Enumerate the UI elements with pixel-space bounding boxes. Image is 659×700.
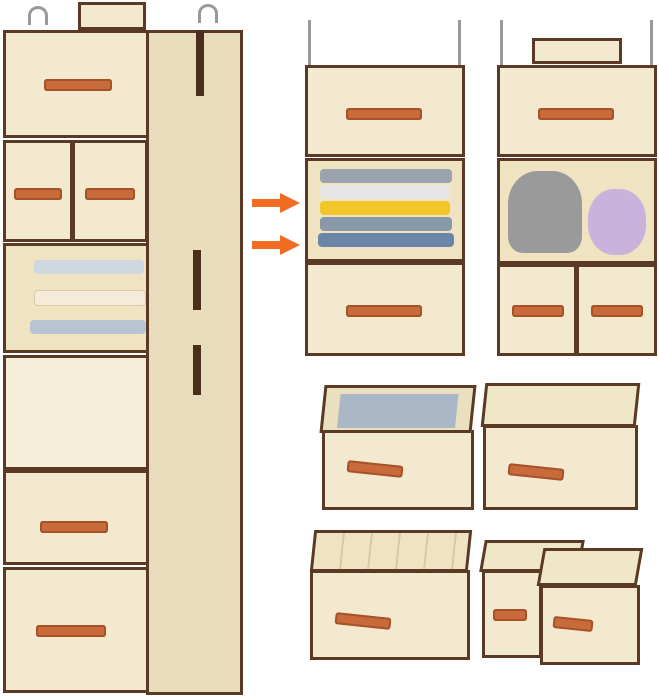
drawer[interactable] (497, 65, 657, 157)
drawer[interactable] (3, 470, 149, 565)
strap (193, 250, 201, 310)
open-shelf-clothes (305, 158, 465, 262)
drawer[interactable] (305, 65, 465, 157)
storage-bin-sweater (322, 430, 474, 510)
elephant-toy (508, 171, 582, 253)
small-drawer[interactable] (72, 140, 148, 242)
small-drawer[interactable] (3, 140, 73, 242)
top-strap (532, 38, 622, 64)
drawer[interactable] (305, 262, 465, 356)
small-drawer[interactable] (497, 264, 577, 356)
hanging-hook-icon (198, 4, 218, 23)
strap (193, 345, 201, 395)
strap (196, 30, 204, 96)
bunny-toy (588, 189, 646, 255)
small-drawer[interactable] (576, 264, 657, 356)
hanging-hook-icon (28, 6, 48, 25)
storage-bin-empty (483, 425, 638, 510)
small-storage-bin (540, 585, 640, 665)
open-shelf-towels (3, 243, 149, 353)
top-strap (78, 2, 146, 30)
drawer[interactable] (3, 30, 149, 138)
open-shelf (3, 355, 149, 470)
storage-bin-divided (310, 570, 470, 660)
open-shelf-toys (497, 158, 657, 264)
small-storage-bin (482, 570, 542, 658)
drawer[interactable] (3, 567, 149, 693)
